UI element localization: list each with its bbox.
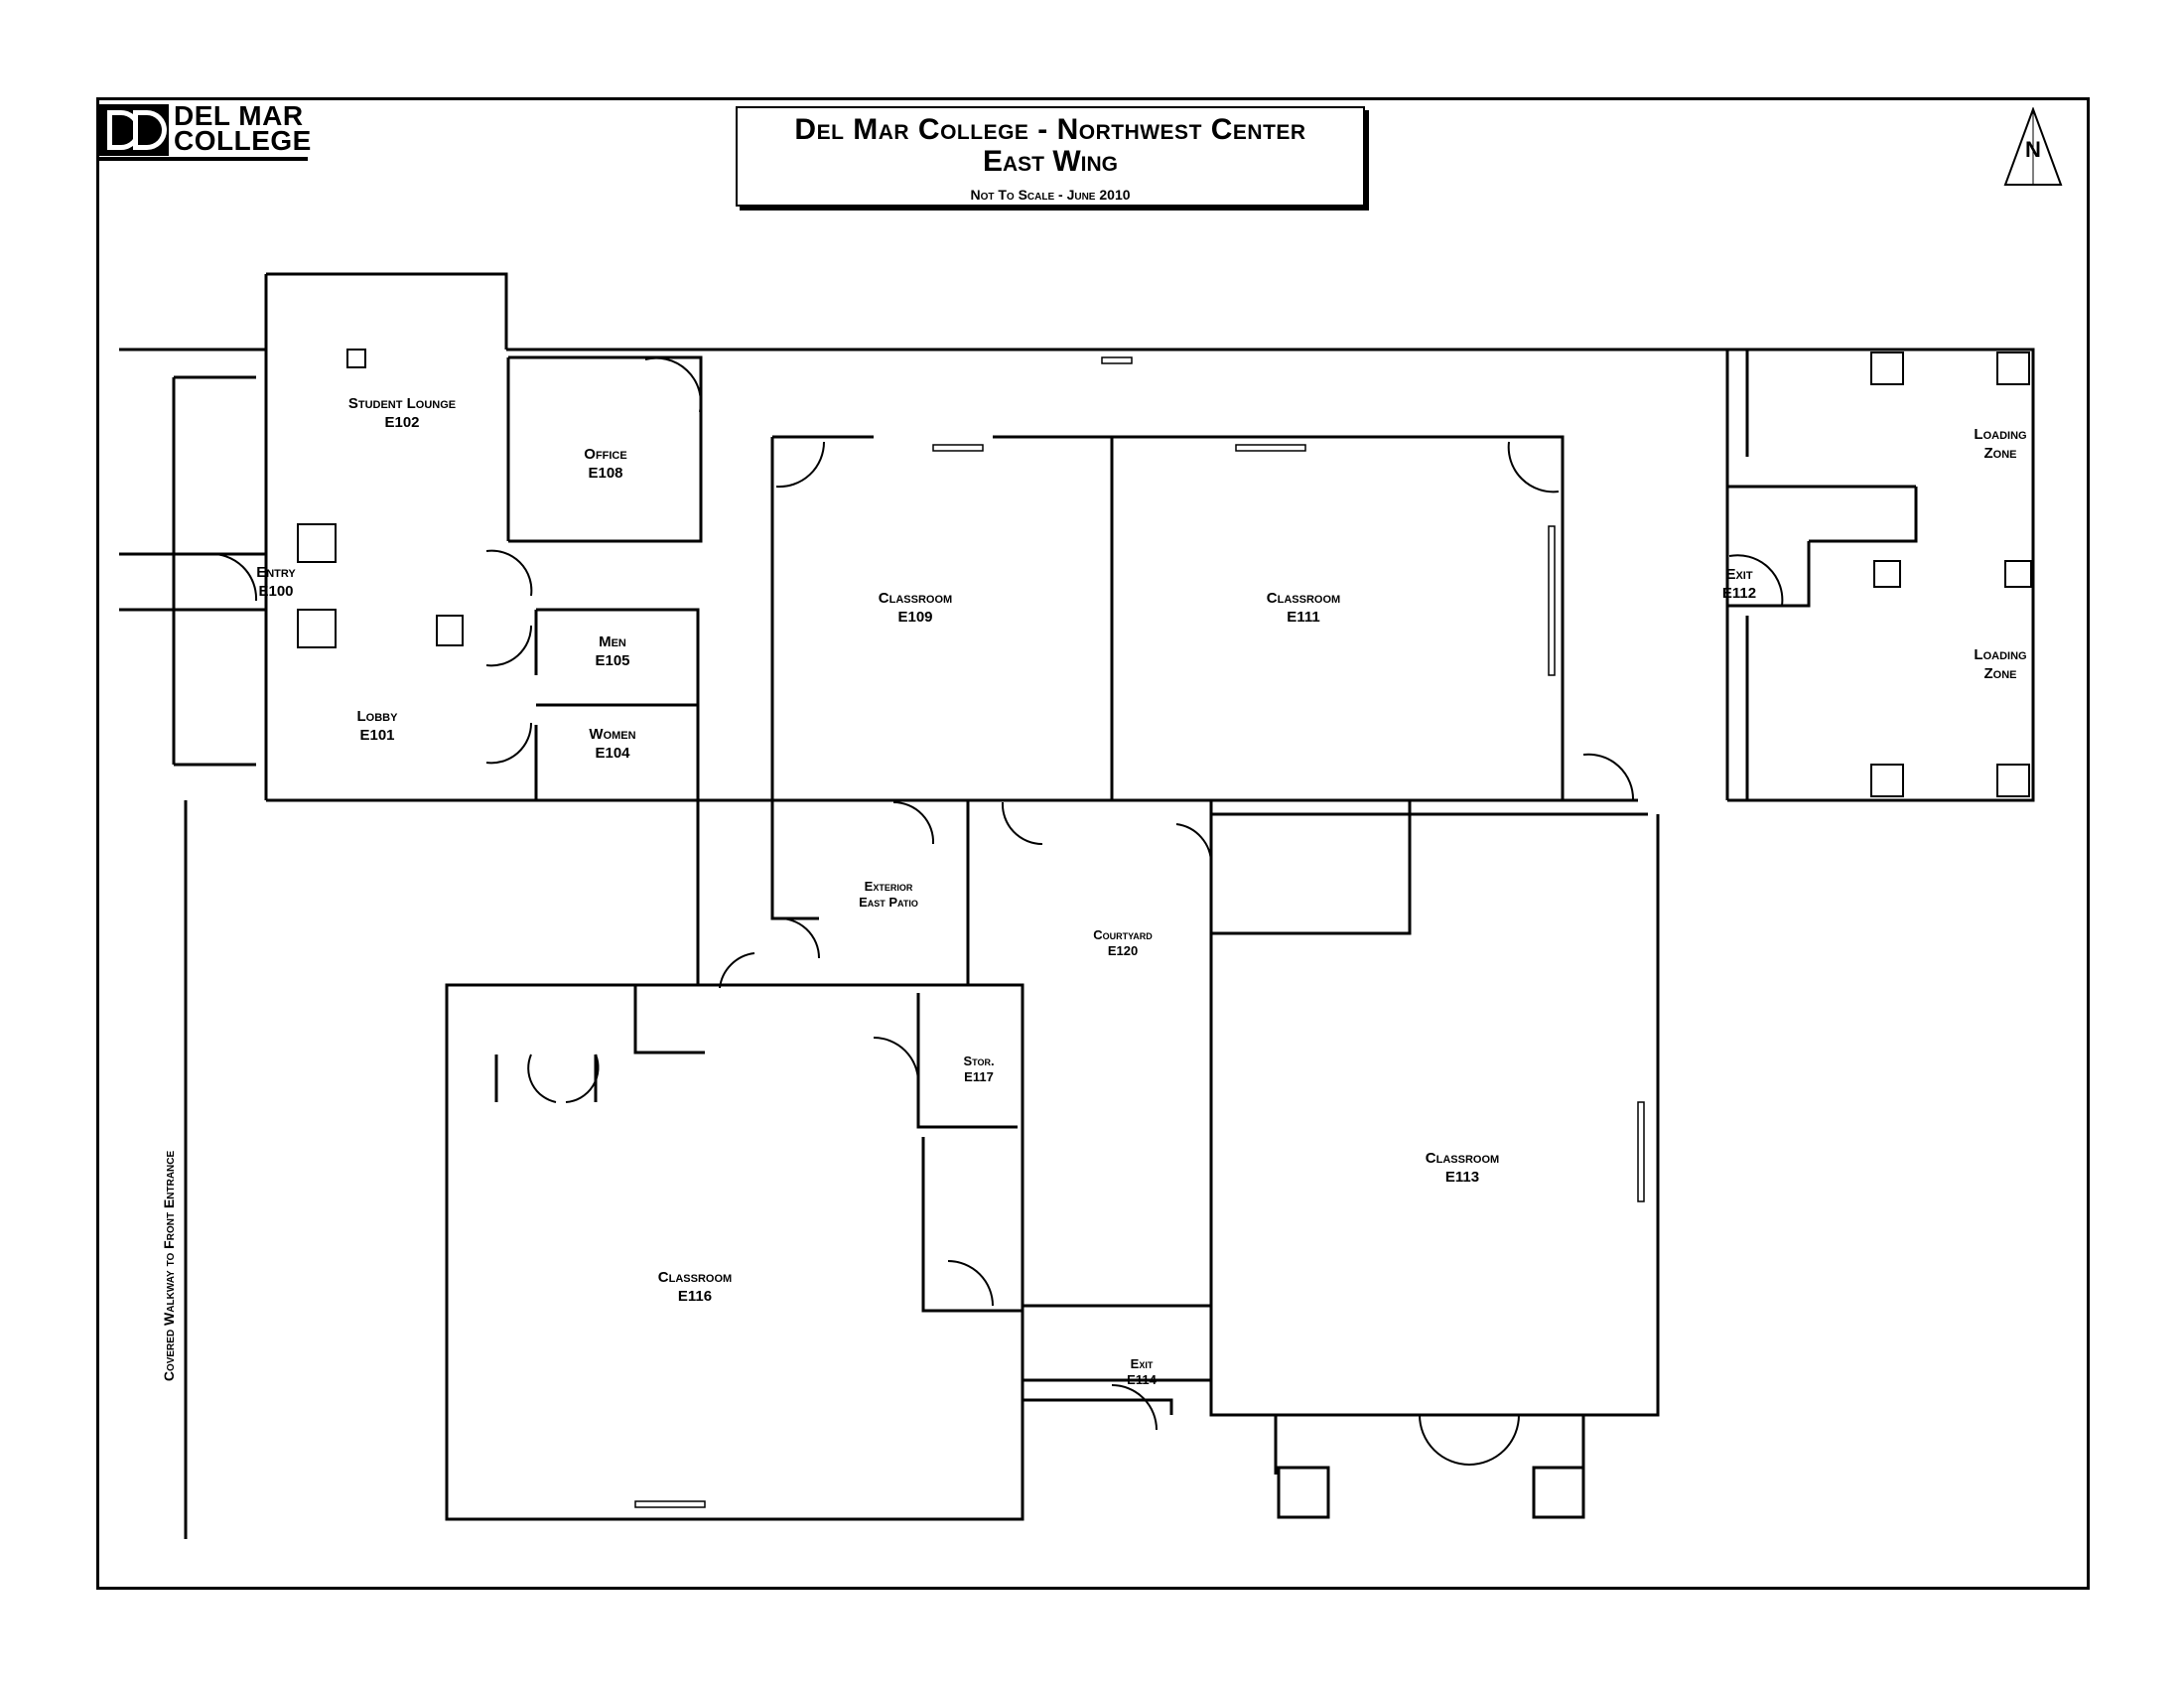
room-label-exit-e112: Exit E112: [1722, 565, 1756, 603]
room-number: E111: [1287, 609, 1320, 626]
room-name: Men: [599, 633, 626, 650]
room-name: Lobby: [356, 708, 398, 725]
north-arrow-icon: N: [2003, 107, 2063, 186]
del-mar-logo-icon: [99, 104, 169, 156]
room-name: Classroom: [657, 1269, 733, 1286]
room-label-classroom-e113: Classroom E113: [1426, 1149, 1499, 1187]
room-number: E116: [677, 1288, 713, 1305]
room-label-courtyard: Courtyard E120: [1093, 927, 1153, 959]
walkway-label: Covered Walkway to Front Entrance: [161, 1150, 177, 1382]
room-name: Courtyard: [1093, 927, 1153, 942]
room-name: Classroom: [1425, 1150, 1500, 1167]
room-name: Office: [584, 446, 627, 463]
room-name: Exit: [1725, 566, 1753, 583]
room-label-loading-zone-south: Loading Zone: [1974, 645, 2026, 683]
room-label-office: Office E108: [584, 445, 626, 483]
room-label-men: Men E105: [595, 633, 629, 670]
room-label-classroom-e109: Classroom E109: [879, 589, 952, 627]
room-number: E114: [1127, 1372, 1157, 1387]
room-label-lobby: Lobby E101: [357, 707, 398, 745]
room-label-women: Women E104: [589, 725, 635, 763]
room-label-exterior-patio: Exterior East Patio: [859, 879, 918, 911]
logo-line1: DEL MAR: [174, 100, 304, 131]
room-number: Zone: [1983, 665, 2017, 682]
logo-text: DEL MAR COLLEGE: [174, 100, 312, 156]
room-name: Loading: [1974, 426, 2027, 443]
room-name: Loading: [1974, 646, 2027, 663]
room-number: E113: [1444, 1169, 1480, 1186]
room-name: Classroom: [1266, 590, 1341, 607]
room-number: Zone: [1983, 445, 2017, 462]
room-number: E104: [595, 745, 630, 762]
room-number: E117: [964, 1069, 994, 1084]
scale-note: Not To Scale - June 2010: [970, 187, 1131, 203]
room-label-classroom-e116: Classroom E116: [658, 1268, 732, 1306]
room-name: Student Lounge: [347, 395, 457, 412]
room-number: E112: [1721, 585, 1757, 602]
room-label-entry: Entry E100: [256, 563, 296, 601]
title-block: Del Mar College - Northwest Center East …: [736, 106, 1365, 207]
compass-letter: N: [2025, 137, 2041, 162]
room-label-storage: Stor. E117: [963, 1054, 994, 1085]
room-number: E108: [588, 465, 623, 482]
room-number: E109: [897, 609, 933, 626]
room-label-exit-e114: Exit E114: [1127, 1356, 1157, 1388]
room-label-student-lounge: Student Lounge E102: [348, 394, 456, 432]
room-number: E102: [384, 414, 420, 431]
room-number: E100: [258, 583, 294, 600]
room-name: Exterior: [864, 879, 913, 894]
room-name: Entry: [256, 564, 296, 581]
room-number: East Patio: [859, 895, 918, 910]
logo-rule: [99, 157, 308, 161]
map-subtitle: East Wing: [983, 145, 1118, 178]
room-name: Exit: [1130, 1356, 1154, 1371]
map-frame: [96, 97, 2090, 1590]
room-name: Stor.: [963, 1054, 995, 1068]
room-name: Women: [589, 726, 636, 743]
room-label-classroom-e111: Classroom E111: [1267, 589, 1340, 627]
room-label-loading-zone-north: Loading Zone: [1974, 425, 2026, 463]
room-number: E120: [1107, 943, 1139, 958]
room-name: Classroom: [878, 590, 953, 607]
map-title: Del Mar College - Northwest Center: [794, 113, 1306, 146]
room-number: E101: [359, 727, 395, 744]
logo-line2: COLLEGE: [174, 125, 312, 156]
room-number: E105: [595, 652, 630, 669]
